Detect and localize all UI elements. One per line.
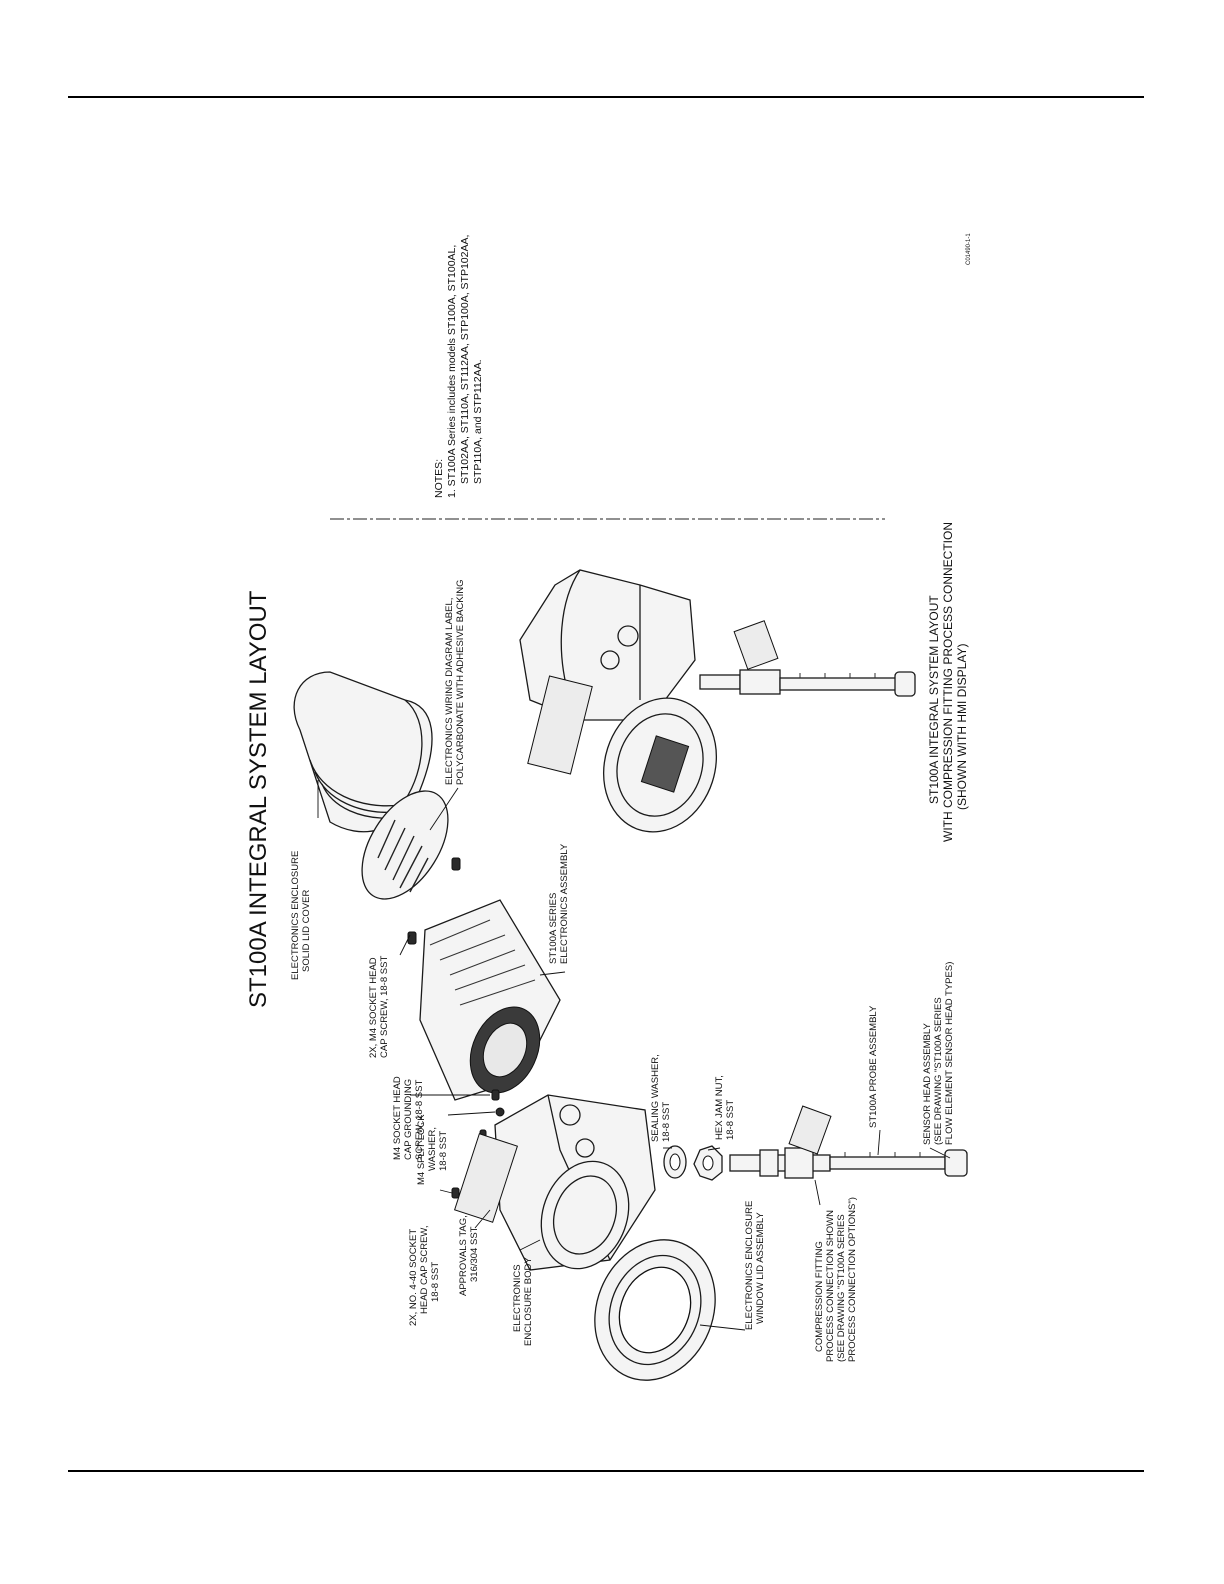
svg-text:18-8 SST: 18-8 SST: [725, 1100, 736, 1140]
label-electronics-assembly: ST100A SERIES ELECTRONICS ASSEMBLY: [548, 843, 570, 964]
svg-text:M4 SOCKET HEAD: M4 SOCKET HEAD: [392, 1076, 403, 1160]
svg-text:NOTES:: NOTES:: [433, 459, 445, 498]
solid-lid-cover: [293, 671, 433, 833]
svg-text:SENSOR HEAD ASSEMBLY: SENSOR HEAD ASSEMBLY: [922, 1023, 933, 1145]
svg-text:WINDOW LID ASSEMBLY: WINDOW LID ASSEMBLY: [755, 1212, 766, 1324]
approvals-tag: [453, 1133, 519, 1223]
label-solid-lid: ELECTRONICS ENCLOSURE SOLID LID COVER: [290, 851, 312, 980]
svg-text:SEALING WASHER,: SEALING WASHER,: [650, 1054, 661, 1142]
svg-text:ELECTRONICS WIRING DIAGRAM LAB: ELECTRONICS WIRING DIAGRAM LABEL,: [444, 598, 455, 785]
svg-text:18-8 SST: 18-8 SST: [438, 1131, 449, 1171]
window-lid-assembly: [594, 1239, 716, 1381]
svg-text:PROCESS CONNECTION OPTIONS"): PROCESS CONNECTION OPTIONS"): [847, 1197, 858, 1362]
drawing-title: ST100A INTEGRAL SYSTEM LAYOUT: [245, 590, 272, 1008]
sealing-washer: [663, 1145, 687, 1179]
electronics-assembly: [419, 899, 561, 1101]
svg-text:STP110A, and STP112AA.: STP110A, and STP112AA.: [472, 359, 484, 484]
svg-text:1. ST100A Series includes mode: 1. ST100A Series includes models ST100A,…: [446, 245, 458, 498]
svg-text:ST100A SERIES: ST100A SERIES: [548, 893, 559, 964]
svg-text:C01490-1-1: C01490-1-1: [966, 233, 972, 265]
sensor-head: [944, 1149, 968, 1177]
svg-text:WASHER,: WASHER,: [427, 1127, 438, 1171]
label-approvals-tag: APPROVALS TAG, 316/304 SST: [458, 1215, 480, 1296]
label-grounding-screw: M4 SOCKET HEAD CAP GROUNDING SCREW, 18-8…: [392, 1076, 425, 1160]
label-wiring-label: ELECTRONICS WIRING DIAGRAM LABEL, POLYCA…: [444, 579, 466, 785]
svg-text:ELECTRONICS: ELECTRONICS: [512, 1264, 523, 1332]
label-socket-440: 2X, NO. 4-40 SOCKET HEAD CAP SCREW, 18-8…: [408, 1225, 441, 1326]
svg-text:HEX JAM NUT,: HEX JAM NUT,: [714, 1075, 725, 1140]
svg-text:316/304 SST: 316/304 SST: [469, 1226, 480, 1282]
svg-text:ELECTRONICS ASSEMBLY: ELECTRONICS ASSEMBLY: [559, 843, 570, 964]
svg-text:2X, M4 SOCKET HEAD: 2X, M4 SOCKET HEAD: [368, 957, 379, 1058]
svg-text:ST102AA, ST110A, ST112AA, STP1: ST102AA, ST110A, ST112AA, STP100A, STP10…: [459, 235, 471, 484]
wiring-label-disc: [361, 790, 449, 900]
svg-text:ELECTRONICS ENCLOSURE: ELECTRONICS ENCLOSURE: [290, 851, 301, 980]
probe-assembly: [729, 1105, 968, 1179]
svg-text:APPROVALS TAG,: APPROVALS TAG,: [458, 1215, 469, 1296]
svg-text:ENCLOSURE BODY: ENCLOSURE BODY: [523, 1257, 534, 1346]
leader-lines: [317, 780, 951, 1331]
svg-text:CAP SCREW, 18-8 SST: CAP SCREW, 18-8 SST: [379, 956, 390, 1058]
svg-text:SOLID LID COVER: SOLID LID COVER: [301, 890, 312, 972]
label-window-lid: ELECTRONICS ENCLOSURE WINDOW LID ASSEMBL…: [744, 1201, 766, 1330]
svg-text:(SEE DRAWING "ST100A SERIES: (SEE DRAWING "ST100A SERIES: [836, 1214, 847, 1362]
label-compression-fitting: COMPRESSION FITTING PROCESS CONNECTION S…: [814, 1197, 858, 1362]
svg-text:M4 SPLIT LOCK: M4 SPLIT LOCK: [416, 1114, 427, 1185]
footer-rule: [68, 1470, 1144, 1472]
header-rule: [68, 96, 1144, 98]
svg-text:CAP GROUNDING: CAP GROUNDING: [403, 1079, 414, 1160]
label-m4-screw: 2X, M4 SOCKET HEAD CAP SCREW, 18-8 SST: [368, 956, 390, 1058]
svg-text:WITH COMPRESSION FITTING PROCE: WITH COMPRESSION FITTING PROCESS CONNECT…: [941, 522, 955, 842]
svg-text:HEAD CAP SCREW,: HEAD CAP SCREW,: [419, 1225, 430, 1314]
label-sealing-washer: SEALING WASHER, 18-8 SST: [650, 1054, 672, 1142]
label-lock-washer: M4 SPLIT LOCK WASHER, 18-8 SST: [416, 1114, 449, 1185]
label-hex-jam-nut: HEX JAM NUT, 18-8 SST: [714, 1075, 736, 1140]
svg-text:18-8 SST: 18-8 SST: [430, 1262, 441, 1302]
svg-text:(SHOWN WITH HMI DISPLAY): (SHOWN WITH HMI DISPLAY): [955, 644, 969, 810]
hex-jam-nut: [693, 1145, 723, 1181]
svg-text:2X, NO. 4-40 SOCKET: 2X, NO. 4-40 SOCKET: [408, 1229, 419, 1326]
svg-text:PROCESS CONNECTION SHOWN: PROCESS CONNECTION SHOWN: [825, 1210, 836, 1362]
svg-text:ST100A PROBE ASSEMBLY: ST100A PROBE ASSEMBLY: [868, 1005, 879, 1128]
svg-text:ELECTRONICS ENCLOSURE: ELECTRONICS ENCLOSURE: [744, 1201, 755, 1330]
svg-text:POLYCARBONATE WITH ADHESIVE BA: POLYCARBONATE WITH ADHESIVE BACKING: [455, 579, 466, 785]
label-probe-assembly: ST100A PROBE ASSEMBLY: [868, 1005, 879, 1128]
label-sensor-head: SENSOR HEAD ASSEMBLY (SEE DRAWING "ST100…: [922, 962, 955, 1145]
drawing-number: C01490-1-1: [966, 233, 972, 265]
svg-text:SCREW, 18-8 SST: SCREW, 18-8 SST: [414, 1080, 425, 1160]
assembled-unit: [519, 569, 916, 833]
svg-text:(SEE DRAWING "ST100A SERIES: (SEE DRAWING "ST100A SERIES: [933, 997, 944, 1145]
svg-text:ST100A INTEGRAL SYSTEM LAYOUT: ST100A INTEGRAL SYSTEM LAYOUT: [245, 590, 272, 1008]
assembly-caption: ST100A INTEGRAL SYSTEM LAYOUT WITH COMPR…: [927, 522, 969, 842]
label-enclosure-body: ELECTRONICS ENCLOSURE BODY: [512, 1257, 534, 1346]
svg-text:FLOW ELEMENT SENSOR HEAD TYPES: FLOW ELEMENT SENSOR HEAD TYPES): [944, 962, 955, 1145]
svg-text:18-8 SST: 18-8 SST: [661, 1102, 672, 1142]
enclosure-body: [453, 1094, 656, 1271]
notes-block: NOTES: 1. ST100A Series includes models …: [433, 235, 484, 498]
m4-screw-icon: [407, 857, 461, 945]
svg-text:ST100A INTEGRAL SYSTEM LAYOUT: ST100A INTEGRAL SYSTEM LAYOUT: [927, 595, 941, 804]
svg-text:COMPRESSION FITTING: COMPRESSION FITTING: [814, 1241, 825, 1352]
